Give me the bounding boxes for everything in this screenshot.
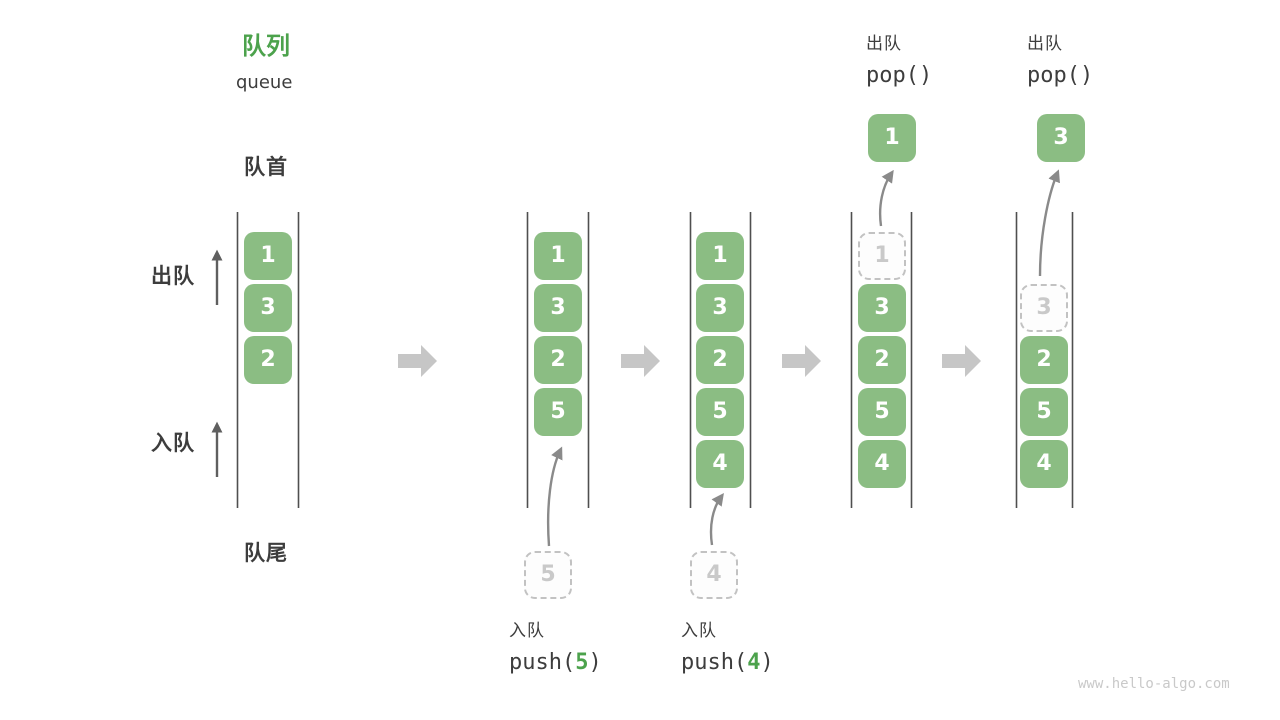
queue-cell: 4 [696,440,744,488]
push-arrow-icon [709,492,724,546]
queue-cell: 5 [1020,388,1068,436]
pop1-operation-code: pop() [866,63,933,88]
queue-cell: 1 [696,232,744,280]
dequeued-ghost-cell: 3 [1020,284,1068,332]
pop-arrow-icon [1038,169,1060,277]
queue-rear-label: 队尾 [244,541,288,565]
diagram-title-en: queue [236,72,293,93]
queue-cell: 4 [858,440,906,488]
dequeue-side-label: 出队 [151,264,195,288]
queue-cell: 5 [534,388,582,436]
pop2-operation-code: pop() [1027,63,1094,88]
code-pre: push( [681,650,748,675]
push4-operation-label: 入队 [681,621,717,641]
code-post: ) [588,650,602,675]
push4-operation-caption: 入队 push(4) [681,623,774,674]
queue-cell: 1 [244,232,292,280]
pop1-operation-label: 出队 [866,34,902,54]
diagram-title-zh: 队列 [242,32,290,60]
state-transition-arrow-icon [398,345,437,377]
dequeued-ghost-cell: 1 [858,232,906,280]
queue-cell: 2 [534,336,582,384]
push5-operation-label: 入队 [509,621,545,641]
queue-cell: 1 [534,232,582,280]
queue-cell: 2 [244,336,292,384]
pop2-operation-caption: 出队 pop() [1027,36,1093,87]
code-post: ) [760,650,774,675]
queue-cell: 5 [696,388,744,436]
queue-cell: 3 [534,284,582,332]
pop1-operation-caption: 出队 pop() [866,36,932,87]
code-arg: 5 [575,650,589,675]
watermark: www.hello-algo.com [1078,676,1230,692]
queue-cell: 2 [1020,336,1068,384]
push-arrow-icon [546,446,563,547]
popped-cell: 1 [868,114,916,162]
queue-cell: 3 [858,284,906,332]
push5-operation-caption: 入队 push(5) [509,623,602,674]
code-pre: push( [509,650,576,675]
incoming-ghost-cell: 4 [690,551,738,599]
state-transition-arrow-icon [782,345,821,377]
queue-cell: 3 [244,284,292,332]
state-transition-arrow-icon [942,345,981,377]
popped-cell: 3 [1037,114,1085,162]
push4-operation-code: push(4) [681,652,774,674]
incoming-ghost-cell: 5 [524,551,572,599]
queue-cell: 2 [858,336,906,384]
queue-cell: 5 [858,388,906,436]
code-arg: 4 [747,650,761,675]
queue-front-label: 队首 [244,155,288,179]
state-transition-arrow-icon [621,345,660,377]
queue-cell: 4 [1020,440,1068,488]
queue-cell: 2 [696,336,744,384]
queue-cell: 3 [696,284,744,332]
pop2-operation-label: 出队 [1027,34,1063,54]
push5-operation-code: push(5) [509,652,602,674]
pop-arrow-icon [878,169,894,227]
enqueue-side-label: 入队 [151,431,195,455]
